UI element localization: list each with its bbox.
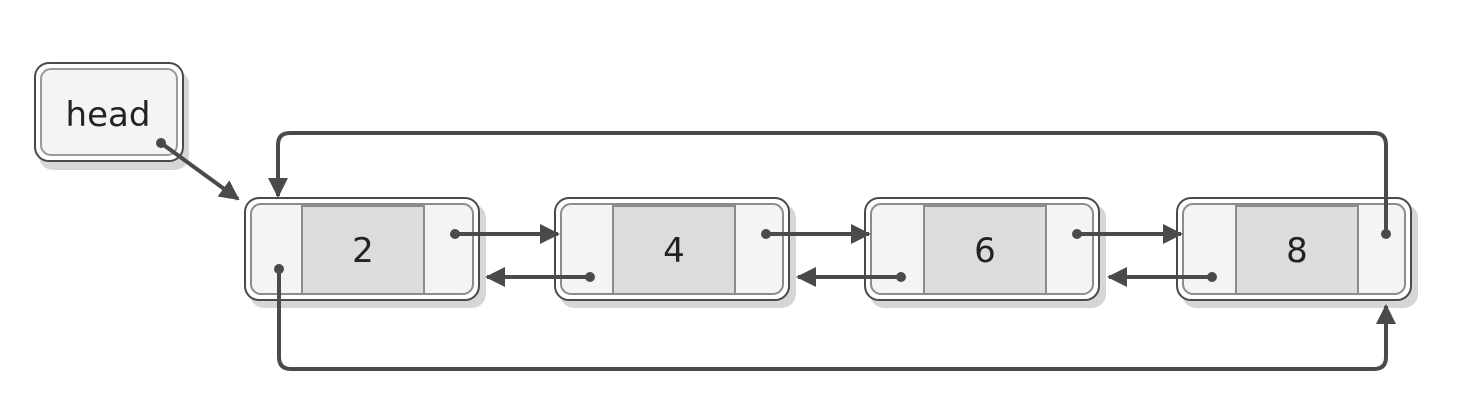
node-value: 8 — [1286, 231, 1308, 271]
next-arrow-6-to-8 — [1072, 224, 1183, 244]
node-4: 4 — [554, 197, 796, 308]
node-value-cell — [923, 205, 1047, 295]
prev-arrow-8-to-6 — [1107, 267, 1217, 287]
node-value: 2 — [352, 231, 374, 271]
head-pointer-box: head — [34, 62, 189, 170]
node-6: 6 — [864, 197, 1106, 308]
head-pointer-arrow — [156, 138, 240, 201]
wrap-next-arrow-8-to-2 — [268, 131, 1391, 239]
prev-arrow-6-to-4 — [796, 267, 906, 287]
prev-arrow-4-to-2 — [485, 267, 595, 287]
node-value-cell — [301, 205, 425, 295]
node-8: 8 — [1176, 197, 1418, 308]
next-arrow-2-to-4 — [450, 224, 560, 244]
node-value: 6 — [974, 231, 996, 271]
node-2: 2 — [244, 197, 486, 308]
head-label: head — [66, 95, 151, 135]
node-value: 4 — [663, 231, 685, 271]
wrap-prev-arrow-2-to-8 — [274, 264, 1396, 371]
node-value-cell — [612, 205, 736, 295]
next-arrow-4-to-6 — [761, 224, 871, 244]
node-value-cell — [1235, 205, 1359, 295]
